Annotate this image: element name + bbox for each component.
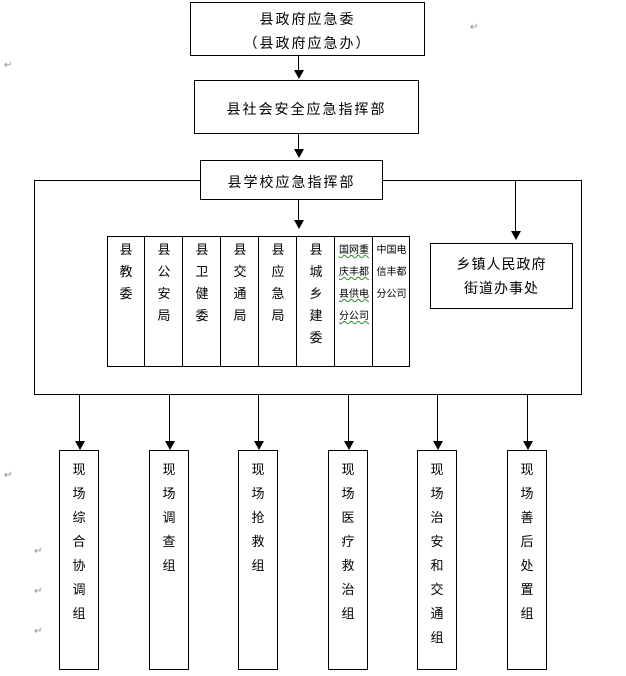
group-label: 现场调查组: [162, 463, 176, 574]
agency-label: 县应急局: [271, 243, 285, 324]
arrow-school-to-agencies: [294, 220, 304, 229]
paragraph-mark: ↵: [470, 22, 479, 33]
agency-cell-public-security: 县公安局: [145, 236, 183, 367]
school-emergency-command-label: 县学校应急指挥部: [227, 175, 356, 191]
group-label: 现场善后处置组: [520, 463, 534, 622]
paragraph-mark: ↵: [34, 546, 43, 557]
connector-top-to-command: [298, 56, 299, 72]
agencies-divider: [372, 236, 373, 367]
paragraph-mark: ↵: [34, 586, 43, 597]
agency-label: 县公安局: [157, 243, 171, 324]
agencies-divider: [296, 236, 297, 367]
group-label: 现场抢救组: [251, 463, 265, 574]
connector-to-group: [258, 395, 259, 443]
group-box-investigation: 现场调查组: [149, 450, 189, 670]
agency-label: 县交通局: [233, 243, 247, 324]
group-box-aftermath: 现场善后处置组: [507, 450, 547, 670]
group-label: 现场治安和交通组: [430, 463, 444, 646]
arrow-to-group: [254, 441, 264, 450]
agency-cell-emergency: 县应急局: [259, 236, 297, 367]
agencies-divider: [182, 236, 183, 367]
paragraph-mark: ↵: [4, 60, 13, 71]
agency-cell-china-telecom: 中国电 信丰都 分公司: [373, 236, 410, 367]
arrow-to-group: [433, 441, 443, 450]
arrow-to-group: [523, 441, 533, 450]
paragraph-mark: ↵: [34, 626, 43, 637]
arrow-command-to-school: [294, 149, 304, 158]
connector-to-group: [348, 395, 349, 443]
arrow-to-group: [165, 441, 175, 450]
school-emergency-command-box: 县学校应急指挥部: [200, 160, 383, 200]
arrow-to-township: [511, 231, 521, 240]
arrow-top-to-command: [294, 70, 304, 79]
agency-cell-state-grid: 国网重 庆丰都 县供电 分公司: [335, 236, 373, 367]
connector-to-group: [437, 395, 438, 443]
group-box-coordination: 现场综合协调组: [59, 450, 99, 670]
county-emergency-committee-box: 县政府应急委 （县政府应急办）: [190, 2, 425, 56]
paragraph-mark: ↵: [4, 470, 13, 481]
agency-cell-transport: 县交通局: [221, 236, 259, 367]
connector-command-to-school: [298, 134, 299, 150]
china-telecom-label: 中国电 信丰都 分公司: [376, 245, 407, 300]
group-box-rescue: 现场抢救组: [238, 450, 278, 670]
arrow-to-group: [75, 441, 85, 450]
agency-label: 县教委: [119, 243, 133, 302]
group-box-medical: 现场医疗救治组: [328, 450, 368, 670]
connector-to-township: [515, 180, 516, 234]
state-grid-label: 国网重 庆丰都 县供电 分公司: [339, 245, 369, 322]
agency-label: 县卫健委: [195, 243, 209, 324]
agencies-divider: [334, 236, 335, 367]
agency-label: 县城乡建委: [309, 243, 323, 346]
social-security-command-label: 县社会安全应急指挥部: [226, 102, 387, 118]
connector-to-group: [527, 395, 528, 443]
social-security-command-box: 县社会安全应急指挥部: [194, 80, 419, 134]
agency-cell-education: 县教委: [107, 236, 145, 367]
group-label: 现场综合协调组: [72, 463, 86, 622]
group-box-security-traffic: 现场治安和交通组: [417, 450, 457, 670]
county-emergency-committee-title: 县政府应急委: [259, 12, 356, 28]
agencies-divider: [220, 236, 221, 367]
arrow-to-group: [344, 441, 354, 450]
agency-cell-health: 县卫健委: [183, 236, 221, 367]
connector-to-group: [169, 395, 170, 443]
connector-school-to-agencies: [298, 200, 299, 222]
agencies-divider: [258, 236, 259, 367]
connector-to-group: [79, 395, 80, 443]
group-label: 现场医疗救治组: [341, 463, 355, 622]
agencies-divider: [144, 236, 145, 367]
township-government-label: 乡镇人民政府: [456, 257, 547, 273]
township-government-box: 乡镇人民政府 街道办事处: [430, 243, 573, 309]
agency-cell-urban-rural: 县城乡建委: [297, 236, 335, 367]
county-emergency-office-subtitle: （县政府应急办）: [243, 36, 372, 52]
subdistrict-office-label: 街道办事处: [464, 281, 539, 297]
